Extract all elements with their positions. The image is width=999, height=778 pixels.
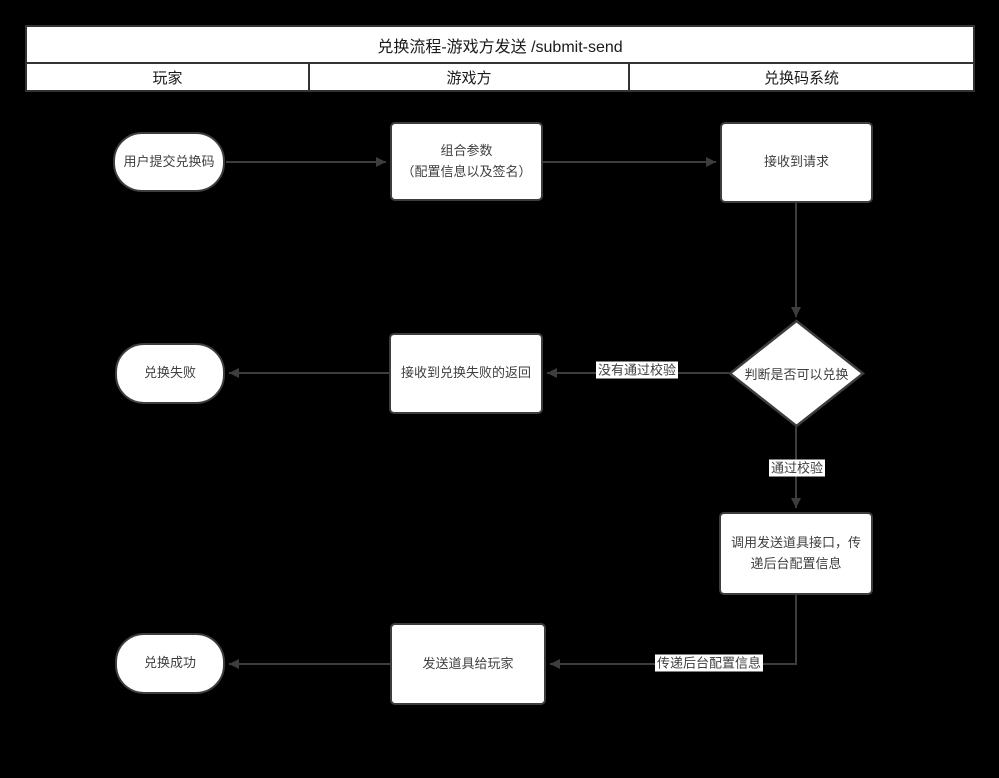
edge-label-pass-backend-config: 传递后台配置信息 (654, 654, 764, 672)
node-decision-can-redeem: 判断是否可以兑换 (727, 318, 866, 429)
edge-label-passed-check: 通过校验 (768, 459, 826, 477)
decision-label: 判断是否可以兑换 (744, 367, 849, 382)
diagram-title: 兑换流程-游戏方发送 /submit-send (25, 25, 975, 64)
lane-header-redeem-code-system: 兑换码系统 (628, 62, 975, 92)
node-redeem-fail: 兑换失败 (115, 343, 225, 404)
node-send-item-to-player: 发送道具给玩家 (390, 623, 546, 705)
lane-header-game-side: 游戏方 (308, 62, 630, 92)
node-receive-request: 接收到请求 (720, 122, 873, 203)
decision-diamond-icon (727, 319, 866, 428)
node-receive-fail-return: 接收到兑换失败的返回 (389, 333, 543, 414)
node-user-submit-code: 用户提交兑换码 (113, 132, 225, 192)
node-call-send-item-api: 调用发送道具接口，传 递后台配置信息 (719, 512, 873, 595)
lane-header-player: 玩家 (25, 62, 310, 92)
edge-call-api-to-send-item (550, 595, 797, 669)
node-redeem-success: 兑换成功 (115, 633, 225, 694)
edge-label-not-passed-check: 没有通过校验 (595, 361, 679, 379)
node-combine-params: 组合参数 （配置信息以及签名） (390, 122, 543, 201)
